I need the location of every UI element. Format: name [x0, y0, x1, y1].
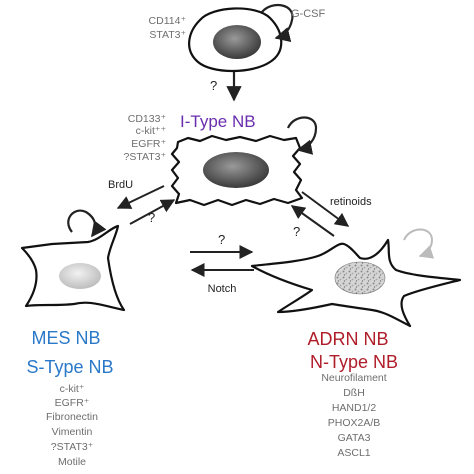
adrn-marker-3: HAND1/2 [332, 402, 377, 414]
notch-label: Notch [208, 283, 237, 295]
adrn-title-2: N-Type NB [310, 352, 398, 372]
adrn-to-i-arrow [290, 205, 335, 237]
mes-marker-3: Fibronectin [46, 411, 98, 423]
self-renewal-arrow-i-type [286, 116, 318, 155]
top-to-i-type-question: ? [210, 78, 217, 93]
brdu-label: BrdU [108, 179, 133, 191]
mes-marker-4: Vimentin [52, 426, 93, 438]
mes-title-2: S-Type NB [26, 357, 113, 377]
adrn-nucleus [334, 261, 386, 295]
mes-marker-2: EGFR⁺ [55, 397, 90, 409]
i-adrn-question: ? [293, 224, 300, 239]
i-to-mes-arrow [116, 185, 165, 209]
mes-nucleus [59, 263, 101, 289]
adrn-marker-6: ASCL1 [337, 447, 370, 459]
self-renewal-arrow-mes [67, 209, 107, 238]
i-type-title: I-Type NB [180, 112, 256, 131]
i-mes-arrows: BrdU ? [108, 179, 176, 225]
self-renewal-arrow-adrn [403, 228, 435, 259]
i-type-marker-3: EGFR⁺ [131, 138, 166, 150]
adrn-marker-2: DßH [343, 387, 365, 399]
adrn-marker-5: GATA3 [338, 432, 371, 444]
retinoids-label: retinoids [330, 196, 372, 208]
i-adrn-arrows: retinoids ? [290, 191, 372, 239]
top-cell-nucleus [213, 25, 261, 59]
i-type-cell: I-Type NB CD133⁺ c-kit⁺⁺ EGFR⁺ ?STAT3⁺ [124, 112, 318, 207]
adrn-marker-1: Neurofilament [321, 372, 386, 384]
mes-marker-1: c-kit⁺ [60, 383, 85, 395]
mes-adrn-arrows: ? Notch [190, 232, 254, 295]
self-renewal-arrow-top [261, 3, 294, 43]
i-to-adrn-arrow [301, 191, 350, 227]
top-cell-marker-2: STAT3⁺ [149, 29, 186, 41]
mes-title-1: MES NB [31, 328, 100, 348]
i-type-marker-2: c-kit⁺⁺ [136, 125, 167, 137]
mes-marker-6: Motile [58, 456, 86, 468]
mes-marker-5: ?STAT3⁺ [51, 441, 94, 453]
i-type-nucleus [203, 152, 269, 188]
top-cell-marker-1: CD114⁺ [149, 15, 187, 27]
adrn-cell: ADRN NB N-Type NB Neurofilament DßH HAND… [250, 228, 462, 459]
mes-adrn-question: ? [218, 232, 225, 247]
adrn-title-1: ADRN NB [307, 329, 388, 349]
i-type-marker-4: ?STAT3⁺ [124, 151, 167, 163]
i-mes-question: ? [148, 210, 155, 225]
g-csf-label: G-CSF [291, 8, 326, 20]
adrn-marker-4: PHOX2A/B [328, 417, 381, 429]
top-cell: CD114⁺ STAT3⁺ G-CSF [149, 3, 326, 72]
i-type-marker-1: CD133⁺ [128, 113, 167, 125]
mes-to-i-arrow [129, 199, 176, 225]
mes-cell: MES NB S-Type NB c-kit⁺ EGFR⁺ Fibronecti… [20, 209, 126, 468]
